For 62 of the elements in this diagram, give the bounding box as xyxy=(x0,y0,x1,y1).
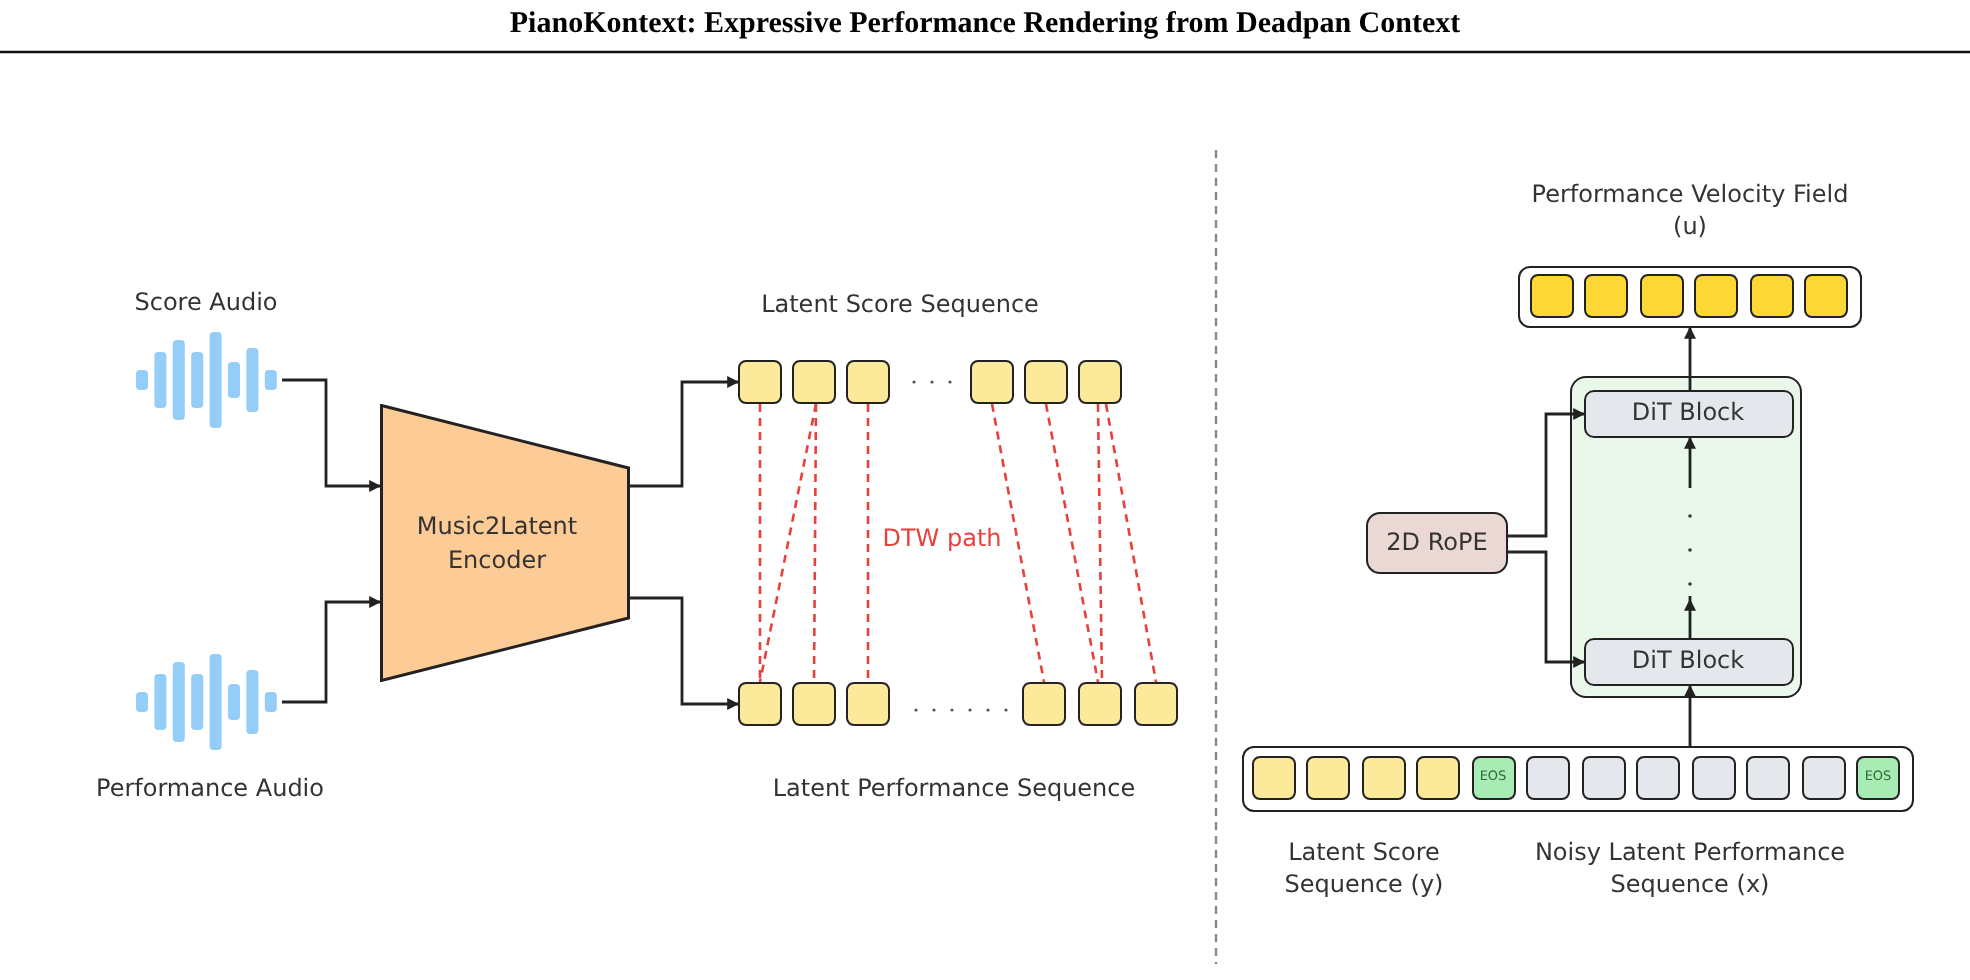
output-token xyxy=(1749,274,1793,318)
noise-token xyxy=(1691,755,1735,800)
latent-token xyxy=(1022,682,1066,726)
output-token xyxy=(1529,274,1573,318)
output-token xyxy=(1804,274,1848,318)
sequence-label: Latent Score Sequence (y) xyxy=(1282,838,1446,901)
node-caption: Performance Velocity Field (u) xyxy=(1529,180,1851,243)
latent-token xyxy=(738,360,782,404)
token-sequence-bar xyxy=(1242,746,1914,812)
alignment-line xyxy=(866,404,870,682)
arrow xyxy=(1684,684,1696,746)
score-token xyxy=(1416,755,1460,800)
latent-token xyxy=(1078,360,1122,404)
latent-token xyxy=(738,682,782,726)
latent-token xyxy=(1078,682,1122,726)
sequence-label: Latent Performance Sequence xyxy=(770,774,1138,806)
latent-token xyxy=(846,360,890,404)
noise-token xyxy=(1801,755,1845,800)
alignment-line xyxy=(1044,403,1100,683)
alignment-line xyxy=(758,404,762,682)
arrow xyxy=(630,376,740,488)
score-token xyxy=(1361,755,1405,800)
latent-token xyxy=(792,360,836,404)
waveform-icon xyxy=(134,330,282,430)
noise-token xyxy=(1746,755,1790,800)
transformer-panel xyxy=(1570,376,1802,698)
arrow xyxy=(282,378,382,492)
arrow xyxy=(1508,408,1586,538)
output-token xyxy=(1694,274,1738,318)
output-token xyxy=(1639,274,1683,318)
latent-token xyxy=(970,360,1014,404)
alignment-line xyxy=(1104,403,1158,683)
noise-token xyxy=(1636,755,1680,800)
arrow xyxy=(1508,550,1586,668)
alignment-line xyxy=(812,404,818,682)
node-caption: Score Audio xyxy=(132,288,280,320)
encoder-trapezoid: Music2Latent Encoder xyxy=(380,404,630,682)
arrow xyxy=(282,596,382,704)
rope-box: 2D RoPE xyxy=(1366,512,1508,574)
sequence-label: Noisy Latent Performance Sequence (x) xyxy=(1532,838,1848,901)
alignment-line xyxy=(1096,404,1104,682)
token-sequence-bar xyxy=(1518,266,1862,328)
dit-block: DiT Block xyxy=(1583,637,1793,685)
noise-token xyxy=(1581,755,1625,800)
latent-token xyxy=(1024,360,1068,404)
arrow xyxy=(1684,326,1696,390)
arrow xyxy=(630,596,740,710)
score-token xyxy=(1251,755,1295,800)
title: PianoKontext: Expressive Performance Rendering from Deadpan Context xyxy=(507,8,1463,42)
alignment-line xyxy=(758,403,818,683)
sequence-label: Latent Score Sequence xyxy=(759,290,1041,322)
score-token xyxy=(1306,755,1350,800)
latent-token xyxy=(1134,682,1178,726)
output-token xyxy=(1584,274,1628,318)
waveform-icon xyxy=(134,652,282,752)
noise-token xyxy=(1526,755,1570,800)
latent-token xyxy=(792,682,836,726)
latent-token xyxy=(846,682,890,726)
dit-block: DiT Block xyxy=(1583,389,1793,437)
alignment-line xyxy=(990,403,1046,683)
path-label: DTW path xyxy=(880,524,1004,556)
node-caption: Performance Audio xyxy=(94,774,326,806)
